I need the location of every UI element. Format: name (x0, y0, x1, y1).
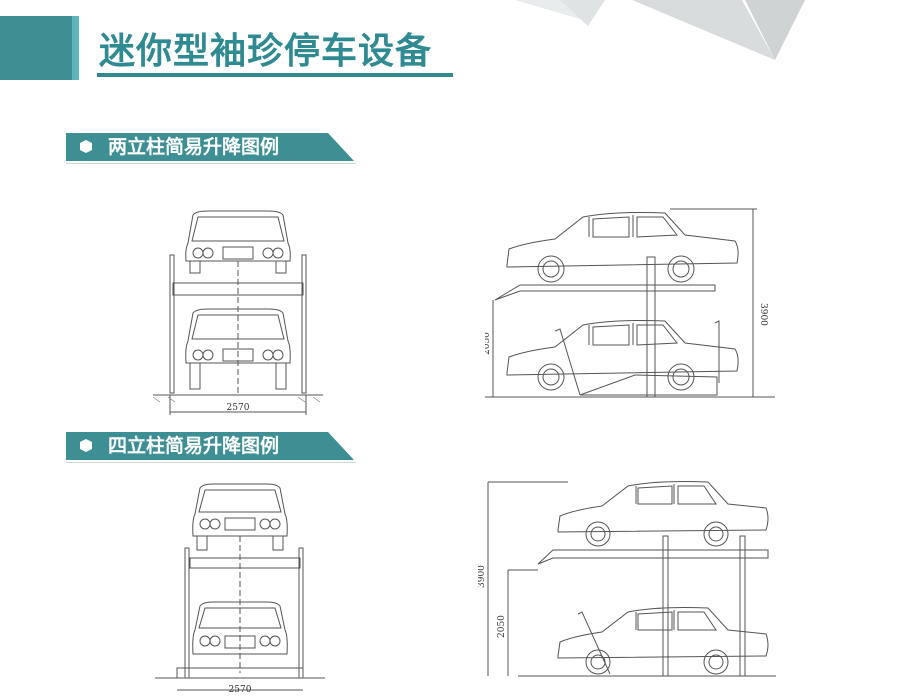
section-header-background (66, 432, 354, 460)
section-title: 两立柱简易升降图例 (108, 136, 280, 158)
section-header-four-post: 四立柱简易升降图例 (66, 432, 354, 460)
section-divider (66, 462, 356, 463)
two-post-side-view-diagram: 3900 2050 (485, 208, 775, 398)
hexagon-icon (80, 439, 92, 452)
lower-height-label: 2050 (497, 615, 507, 638)
title-underline (97, 73, 453, 77)
section-title: 四立柱简易升降图例 (108, 435, 280, 457)
two-post-front-view-diagram: 2570 (152, 210, 323, 415)
hexagon-icon (80, 140, 92, 153)
section-header-two-post: 两立柱简易升降图例 (66, 133, 354, 161)
lower-height-label: 2050 (485, 332, 492, 355)
title-accent-bar (0, 16, 79, 80)
section-divider (66, 163, 356, 164)
width-dimension-label: 2570 (227, 403, 250, 413)
total-height-label: 3900 (478, 565, 487, 588)
decorative-background (515, 0, 805, 60)
four-post-front-view-diagram: 2570 (155, 483, 325, 695)
page-title: 迷你型袖珍停车设备 (99, 31, 433, 72)
width-dimension-label: 2570 (229, 685, 252, 695)
total-height-label: 3900 (758, 303, 768, 326)
four-post-side-view-diagram: 3900 2050 (478, 481, 776, 677)
section-header-background (66, 133, 354, 161)
